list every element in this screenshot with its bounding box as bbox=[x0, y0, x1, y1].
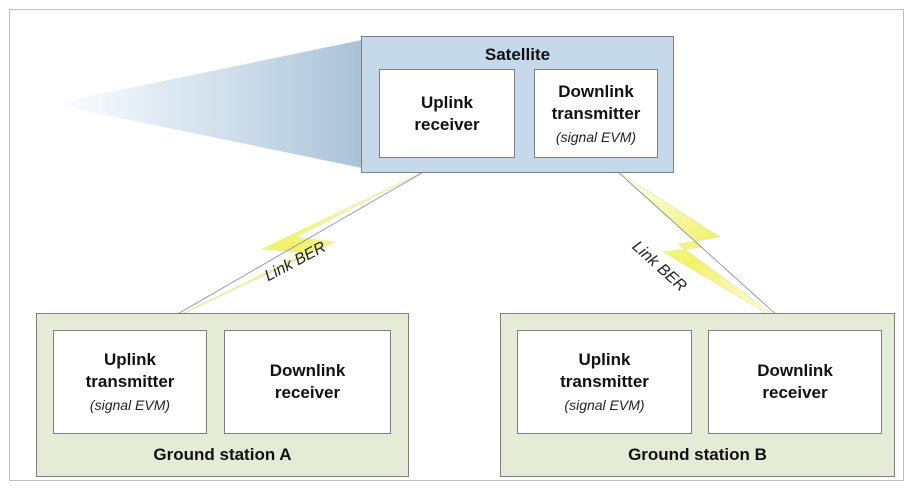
ground-a-uplink-transmitter: Uplink transmitter (signal EVM) bbox=[53, 330, 207, 434]
satellite-downlink-transmitter-line2: transmitter bbox=[551, 103, 641, 123]
ground-a-uplink-transmitter-note: (signal EVM) bbox=[89, 397, 171, 413]
satellite-uplink-receiver-line1: Uplink bbox=[421, 92, 473, 112]
link-line-left bbox=[154, 169, 428, 328]
ground-a-downlink-receiver-line2: receiver bbox=[274, 383, 341, 402]
satellite-uplink-receiver-line2: receiver bbox=[414, 114, 480, 134]
ground-station-b-title: Ground station B bbox=[628, 445, 767, 464]
ground-station-b-box: Uplink transmitter (signal EVM) Downlink… bbox=[500, 313, 895, 477]
satellite-downlink-transmitter-note: (signal EVM) bbox=[555, 128, 637, 145]
ground-a-uplink-transmitter-line2: transmitter bbox=[85, 372, 175, 391]
ground-b-downlink-receiver: Downlink receiver bbox=[708, 330, 882, 434]
satellite-uplink-receiver: Uplink receiver bbox=[379, 69, 515, 158]
ground-b-uplink-transmitter-note: (signal EVM) bbox=[564, 397, 645, 413]
ground-b-downlink-receiver-line2: receiver bbox=[762, 383, 828, 402]
satellite-downlink-transmitter: Downlink transmitter (signal EVM) bbox=[534, 69, 658, 158]
ground-station-a-title: Ground station A bbox=[153, 445, 292, 464]
link-line-right bbox=[617, 171, 791, 328]
satellite-box: Satellite Uplink receiver Downlink trans… bbox=[361, 36, 674, 173]
ground-a-downlink-receiver: Downlink receiver bbox=[224, 330, 391, 434]
ground-station-a-box: Uplink transmitter (signal EVM) Downlink… bbox=[36, 313, 409, 477]
ground-b-uplink-transmitter: Uplink transmitter (signal EVM) bbox=[517, 330, 692, 434]
satellite-downlink-transmitter-line1: Downlink bbox=[558, 81, 634, 101]
ground-a-uplink-transmitter-line1: Uplink bbox=[104, 350, 156, 369]
satellite-beam bbox=[52, 40, 362, 168]
satellite-title: Satellite bbox=[484, 45, 551, 64]
ground-b-uplink-transmitter-line1: Uplink bbox=[578, 350, 631, 369]
ground-b-downlink-receiver-line1: Downlink bbox=[757, 361, 833, 380]
ground-a-downlink-receiver-line1: Downlink bbox=[269, 361, 346, 380]
ground-b-uplink-transmitter-line2: transmitter bbox=[560, 372, 649, 391]
